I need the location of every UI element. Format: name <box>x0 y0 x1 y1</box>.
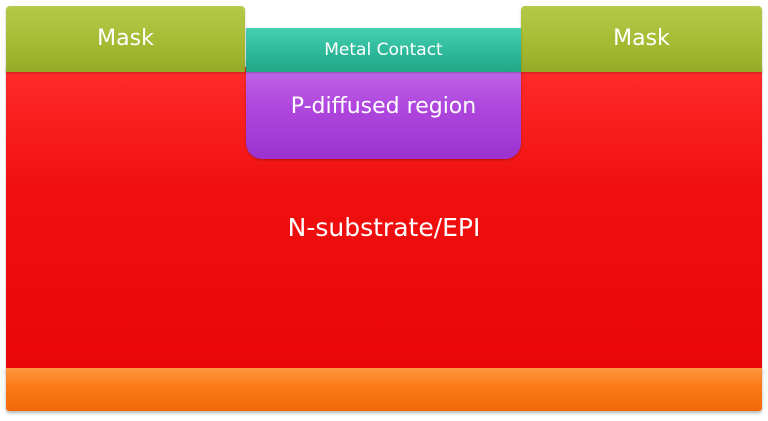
p-diffused-region: P-diffused region <box>246 60 521 159</box>
metal-contact: Metal Contact <box>246 28 521 72</box>
metal-contact-label: Metal Contact <box>324 40 443 60</box>
mask-left: Mask <box>6 6 245 72</box>
bottom-layer <box>6 368 762 411</box>
mask-right: Mask <box>521 6 762 72</box>
n-substrate-label: N-substrate/EPI <box>287 212 481 242</box>
mask-left-label: Mask <box>97 25 154 51</box>
p-diffused-region-label: P-diffused region <box>290 94 477 119</box>
mask-right-label: Mask <box>613 25 670 51</box>
